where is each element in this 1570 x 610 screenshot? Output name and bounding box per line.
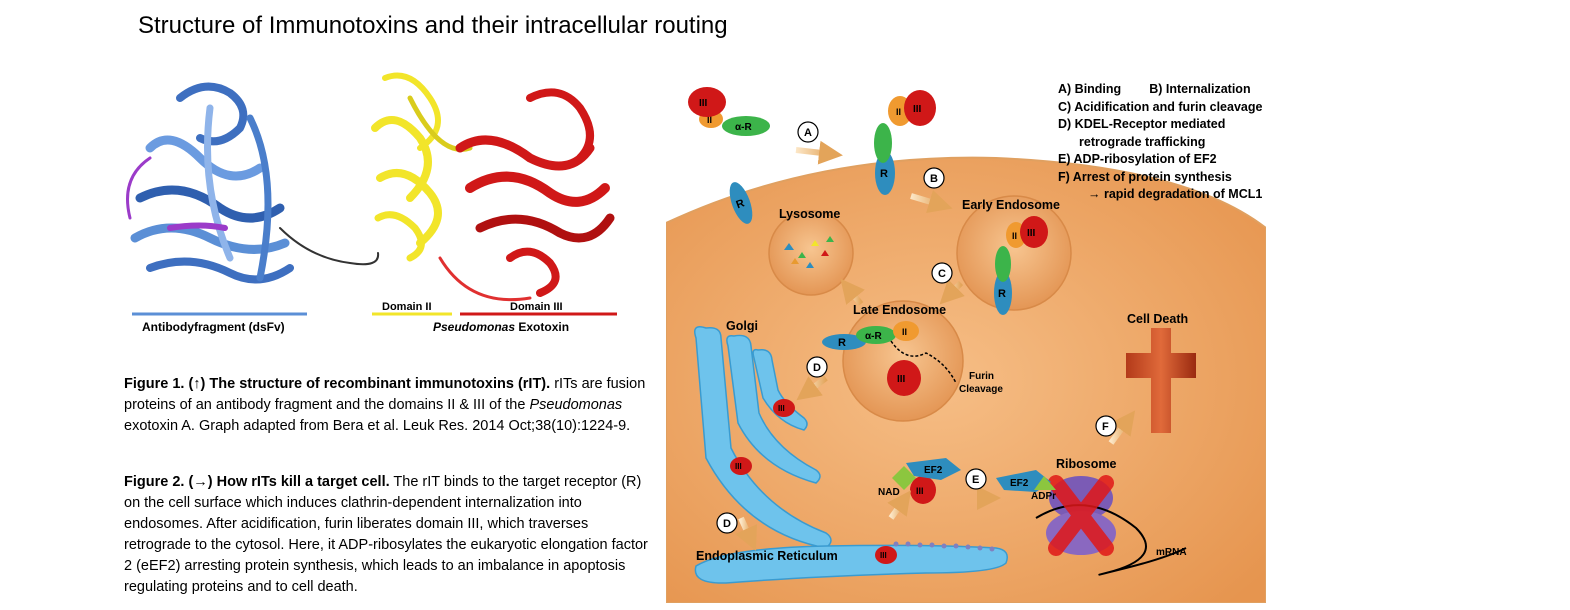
exotoxin-label: Pseudomonas Exotoxin bbox=[433, 320, 569, 334]
furin-label: Furin bbox=[969, 371, 994, 382]
step-letters: A B C D D E F bbox=[723, 127, 1109, 530]
svg-text:III: III bbox=[880, 551, 887, 560]
svg-text:α-R: α-R bbox=[735, 122, 752, 133]
svg-text:R: R bbox=[838, 337, 846, 349]
legend-b: B) Internalization bbox=[1149, 82, 1251, 96]
figure1-caption-title: Figure 1. (↑) The structure of recombina… bbox=[124, 376, 551, 392]
svg-text:R: R bbox=[735, 197, 747, 211]
step-markers bbox=[716, 121, 1117, 534]
furin-cleavage-line bbox=[890, 340, 957, 384]
svg-text:II: II bbox=[896, 107, 901, 117]
endoplasmic-reticulum bbox=[694, 544, 1008, 584]
figure2-caption: Figure 2. (→) How rITs kill a target cel… bbox=[124, 474, 648, 595]
domain2-label: Domain II bbox=[382, 301, 432, 313]
svg-text:III: III bbox=[1027, 228, 1036, 239]
blocked-x-icon bbox=[1048, 475, 1114, 556]
svg-text:R: R bbox=[880, 168, 888, 180]
receptor-free: R bbox=[729, 182, 753, 224]
domain3-label: Domain III bbox=[510, 301, 563, 313]
er-ribosomes bbox=[893, 541, 995, 552]
svg-text:EF2: EF2 bbox=[1010, 478, 1029, 489]
bound-immunotoxin: R II III bbox=[874, 90, 936, 195]
svg-text:E: E bbox=[972, 474, 979, 486]
svg-text:III: III bbox=[699, 98, 708, 109]
svg-text:II: II bbox=[902, 327, 907, 337]
svg-text:D: D bbox=[813, 362, 821, 374]
antibody-fragment-structure bbox=[126, 82, 380, 284]
svg-text:EF2: EF2 bbox=[924, 465, 943, 476]
svg-text:C: C bbox=[938, 268, 946, 280]
lysosome bbox=[768, 210, 854, 296]
lysosome-fragments bbox=[784, 236, 834, 268]
late-endosome-label: Late Endosome bbox=[853, 303, 946, 317]
svg-text:A: A bbox=[804, 127, 812, 139]
svg-text:B: B bbox=[930, 173, 938, 185]
ef2-adpr-complex: EF2 ADPr bbox=[996, 470, 1056, 502]
protein-structure-panel: Domain II Domain III Antibodyfragment (d… bbox=[126, 72, 617, 334]
step-legend: A) Binding B) Internalization C) Acidific… bbox=[1058, 81, 1262, 204]
figure-title: Structure of Immunotoxins and their intr… bbox=[138, 12, 728, 39]
svg-text:R: R bbox=[998, 288, 1006, 300]
er-label: Endoplasmic Reticulum bbox=[696, 549, 838, 563]
svg-text:III: III bbox=[897, 374, 906, 385]
cell-diagram: Lysosome Early Endosome Late Endosome Fu… bbox=[666, 87, 1266, 603]
svg-text:III: III bbox=[735, 462, 742, 471]
cell-death-cross bbox=[1126, 328, 1196, 433]
svg-text:II: II bbox=[707, 115, 712, 125]
endosome-immunotoxin: R II III bbox=[994, 216, 1048, 315]
svg-text:NAD: NAD bbox=[878, 487, 900, 498]
legend-e: E) ADP-ribosylation of EF2 bbox=[1058, 152, 1217, 166]
svg-text:III: III bbox=[778, 404, 785, 413]
late-endosome-immunotoxin: R α-R II III bbox=[822, 321, 921, 396]
ribosome-label: Ribosome bbox=[1056, 457, 1116, 471]
svg-text:II: II bbox=[1012, 231, 1017, 241]
legend-f: F) Arrest of protein synthesis bbox=[1058, 169, 1232, 184]
golgi-label: Golgi bbox=[726, 319, 758, 333]
lysosome-label: Lysosome bbox=[779, 207, 840, 221]
mrna-label: mRNA bbox=[1156, 547, 1187, 558]
svg-text:III: III bbox=[913, 104, 922, 115]
cell-death-label: Cell Death bbox=[1127, 312, 1188, 326]
legend-f-cont: → rapid degradation of MCL1 bbox=[1088, 187, 1263, 201]
domain3-golgi: III bbox=[773, 399, 795, 417]
figure1-caption: Figure 1. (↑) The structure of recombina… bbox=[124, 376, 646, 434]
early-endosome-label: Early Endosome bbox=[962, 198, 1060, 212]
legend-d-cont: retrograde trafficking bbox=[1079, 134, 1206, 149]
svg-text:III: III bbox=[916, 486, 924, 496]
domain3-er: III bbox=[875, 546, 897, 564]
legend-a: A) Binding bbox=[1058, 82, 1122, 96]
domain3-golgi-lower: III bbox=[730, 457, 752, 475]
antibody-label: Antibodyfragment (dsFv) bbox=[142, 320, 285, 334]
svg-text:α-R: α-R bbox=[865, 331, 882, 342]
cleavage-label: Cleavage bbox=[959, 384, 1003, 395]
svg-text:F: F bbox=[1102, 421, 1109, 433]
svg-text:ADPr: ADPr bbox=[1031, 491, 1056, 502]
legend-c: C) Acidification and furin cleavage bbox=[1058, 99, 1263, 114]
legend-d: D) KDEL-Receptor mediated bbox=[1058, 117, 1226, 131]
pathway-arrows bbox=[735, 140, 1136, 551]
early-endosome bbox=[956, 195, 1072, 311]
svg-text:D: D bbox=[723, 518, 731, 530]
domain2-structure bbox=[371, 72, 473, 262]
free-immunotoxin: α-R II III bbox=[688, 87, 770, 136]
figure2-caption-title: Figure 2. (→) How rITs kill a target cel… bbox=[124, 474, 390, 490]
domain3-structure bbox=[438, 88, 615, 302]
